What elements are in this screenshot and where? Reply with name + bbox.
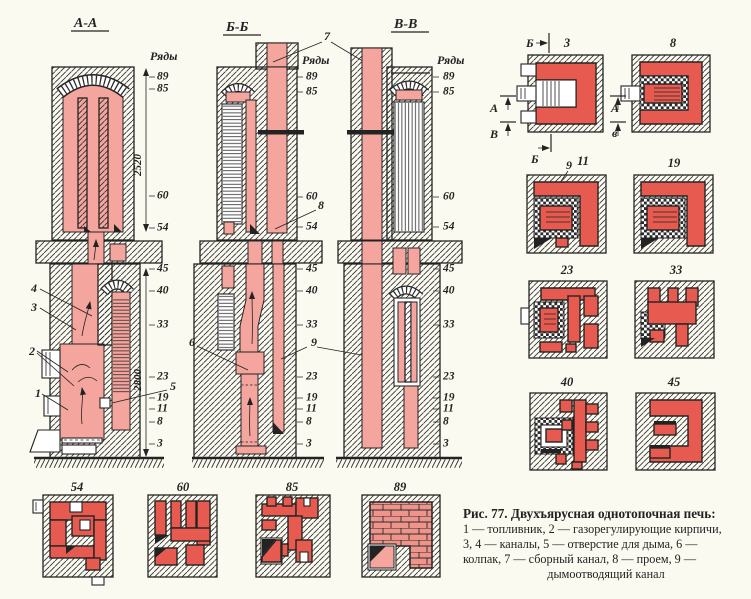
plan-45-label: 45 <box>667 375 681 389</box>
plan-row-60: 60 <box>147 480 218 578</box>
cut-marker-v-left: В <box>489 127 498 141</box>
vv-mark: 11 <box>443 403 454 415</box>
aa-rows-label: Ряды <box>150 49 178 63</box>
plan-54-label: 54 <box>71 480 84 494</box>
callout-5: 5 <box>170 379 176 393</box>
aa-mark: 8 <box>157 416 163 428</box>
aa-mark: 54 <box>157 222 169 234</box>
vv-mark: 54 <box>443 221 455 233</box>
callout-4: 4 <box>30 281 37 295</box>
vv-rows-label: Ряды <box>437 53 465 67</box>
vv-mark: 40 <box>442 285 455 297</box>
cut-marker-v-mid: в <box>612 126 618 140</box>
plan-row-23: 23 <box>520 263 608 359</box>
aa-mark: 60 <box>157 190 169 202</box>
cut-marker-b-bottom: Б <box>530 152 539 166</box>
vv-mark: 60 <box>443 191 455 203</box>
section-vv-title: В-В <box>393 17 417 32</box>
aa-mark: 40 <box>156 285 169 297</box>
plan-row-85: 85 <box>255 480 331 578</box>
callout-6: 6 <box>189 335 195 349</box>
plan-85-label: 85 <box>286 480 299 494</box>
vv-mark: 89 <box>443 71 455 83</box>
section-bb-title: Б-Б <box>225 20 249 35</box>
section-bb: Б-Б Ряды 89 85 60 54 <box>189 20 372 468</box>
vv-mark: 8 <box>443 416 449 428</box>
callout-2: 2 <box>28 344 35 358</box>
vv-mark: 45 <box>442 263 455 275</box>
aa-mark: 11 <box>157 403 168 415</box>
plan-row-11: 9 11 <box>526 154 607 254</box>
plan-33-label: 33 <box>669 263 683 277</box>
aa-mark: 45 <box>156 263 169 275</box>
cut-markers: Б Б А В А в <box>489 33 626 166</box>
callout-8: 8 <box>318 198 324 212</box>
plan-row-45: 45 <box>635 375 716 471</box>
bb-mark: 54 <box>306 221 318 233</box>
plan-3-label: 3 <box>563 36 570 50</box>
plan-40-label: 40 <box>560 375 574 389</box>
bb-mark: 19 <box>306 392 318 404</box>
bb-mark: 89 <box>306 71 318 83</box>
section-aa: А-А 2520 Ряды 89 85 60 54 <box>28 16 178 468</box>
plan-19-label: 19 <box>668 156 681 170</box>
bb-mark: 8 <box>306 416 312 428</box>
plan-row-89: 89 <box>361 480 441 578</box>
section-vv: В-В Ряды 89 85 60 54 45 <box>336 17 465 468</box>
plan-row-8: 8 <box>620 36 711 133</box>
caption-line: дымоотводящий канал <box>547 566 665 581</box>
plan-row-40: 40 <box>529 375 608 471</box>
cut-marker-b-top: Б <box>525 36 534 50</box>
aa-mark: 85 <box>157 83 169 95</box>
bb-mark: 23 <box>305 371 318 383</box>
cut-marker-a-mid: А <box>610 101 619 115</box>
figure-caption: Рис. 77. Двухъярусная однотопочная печь:… <box>463 506 749 582</box>
vv-mark: 23 <box>442 371 455 383</box>
section-aa-title: А-А <box>73 16 97 31</box>
bb-mark: 3 <box>305 438 312 450</box>
plan-8-label: 8 <box>670 36 677 50</box>
caption-title: Рис. 77. Двухъярусная однотопочная печь: <box>463 506 716 521</box>
aa-mark: 19 <box>157 392 169 404</box>
plan-11-label: 11 <box>577 154 589 168</box>
plan-row-54: 54 <box>32 480 114 586</box>
bb-rows-label: Ряды <box>302 53 330 67</box>
callout-3: 3 <box>30 300 37 314</box>
aa-dim-upper: 2520 <box>132 154 144 178</box>
bb-mark: 85 <box>306 86 318 98</box>
vv-mark: 33 <box>442 319 455 331</box>
bb-mark: 11 <box>306 403 317 415</box>
caption-line: 1 — топливник, 2 — газорегулирующие кирп… <box>463 522 722 537</box>
vv-mark: 3 <box>442 438 449 450</box>
cut-marker-a-left: А <box>489 101 498 115</box>
plan-row-33: 33 <box>634 263 715 359</box>
aa-dim-lower: 2800 <box>132 369 144 393</box>
caption-line: колпак, 7 — сборный канал, 8 — проем, 9 … <box>463 551 697 566</box>
callout-9-plan: 9 <box>566 158 572 172</box>
bb-mark: 45 <box>305 263 318 275</box>
bb-mark: 40 <box>305 285 318 297</box>
callout-1: 1 <box>35 386 41 400</box>
plan-60-label: 60 <box>177 480 190 494</box>
plan-row-3: 3 <box>516 36 604 133</box>
bb-mark: 60 <box>306 191 318 203</box>
callout-9: 9 <box>311 335 317 349</box>
plan-89-label: 89 <box>394 480 407 494</box>
caption-line: 3, 4 — каналы, 5 — отверстие для дыма, 6… <box>463 536 698 551</box>
aa-mark: 33 <box>156 319 169 331</box>
callout-7: 7 <box>324 29 331 43</box>
aa-mark: 23 <box>156 371 169 383</box>
aa-mark: 89 <box>157 71 169 83</box>
vv-mark: 85 <box>443 86 455 98</box>
vv-mark: 19 <box>443 392 455 404</box>
bb-mark: 33 <box>305 319 318 331</box>
plan-23-label: 23 <box>560 263 574 277</box>
aa-mark: 3 <box>156 438 163 450</box>
plan-row-19: 19 <box>633 156 714 254</box>
